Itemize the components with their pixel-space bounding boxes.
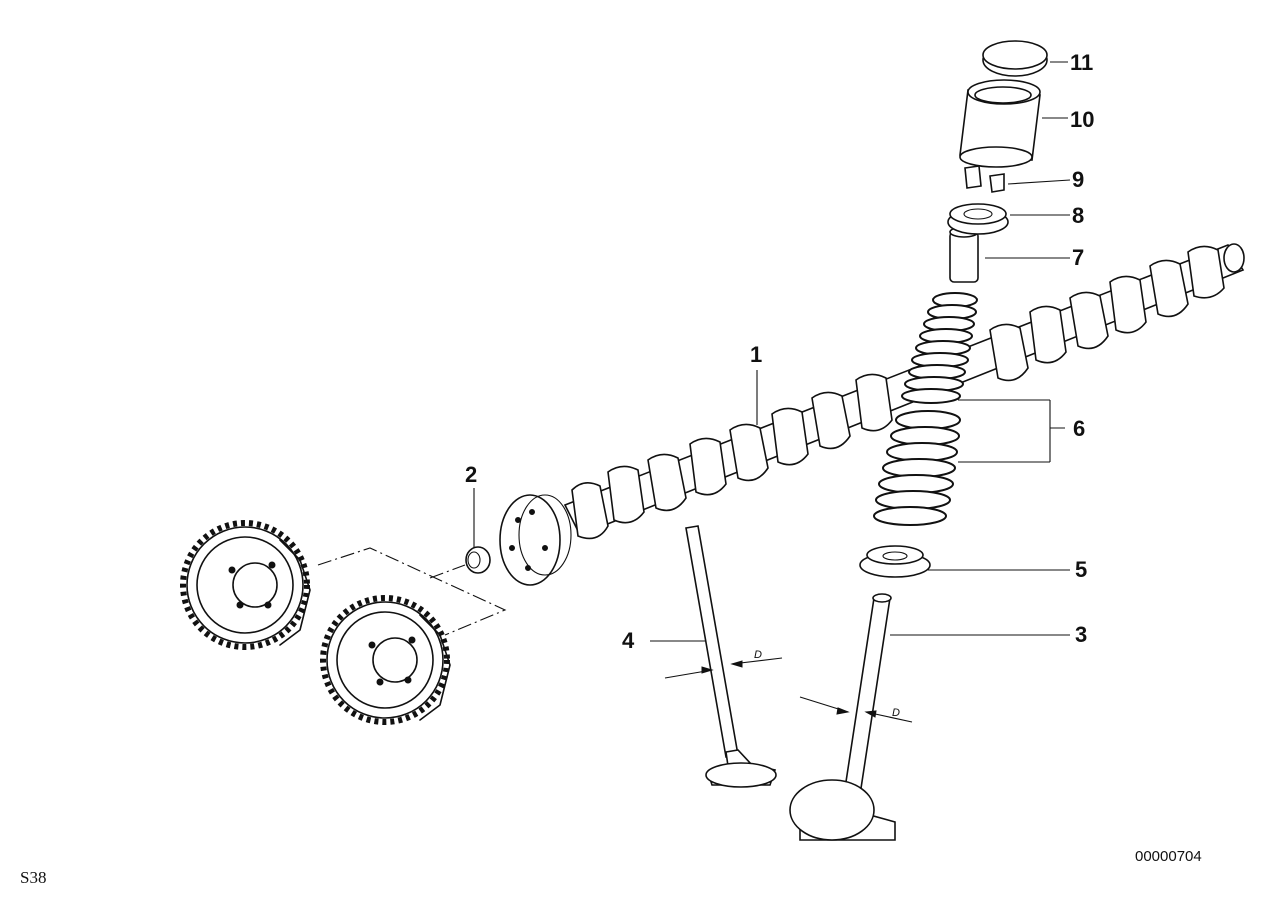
footer-diagram-number: 00000704 [1135,848,1202,865]
assembly-lines [317,547,507,636]
intake-valve [685,525,777,788]
callout-4: 4 [622,628,635,653]
dimension-label-d-intake: D [754,649,762,661]
callout-11: 11 [1070,50,1093,75]
leader-lines [473,61,1071,642]
callout-10: 10 [1070,107,1094,132]
camshaft-flange [499,494,561,586]
callout-3: 3 [1075,622,1087,647]
footer-series-code: S38 [20,868,47,887]
adjusting-shim [982,40,1048,77]
valve-springs [873,292,978,526]
callout-7: 7 [1072,245,1084,270]
callout-2: 2 [465,462,477,487]
valve-stem-seal [949,226,979,283]
bucket-tappet [959,79,1041,168]
callout-9: 9 [1072,167,1084,192]
dimension-markers: D D [664,649,913,723]
sprocket-front [320,595,451,725]
dimension-label-d-exhaust: D [892,707,900,719]
shaft-seal-washer [465,546,491,574]
cam-lobes [571,245,1225,540]
callout-labels: 1 2 3 4 5 6 7 8 9 10 11 [465,50,1094,653]
spring-retainer [947,203,1009,235]
callout-8: 8 [1072,203,1084,228]
exhaust-valve [789,593,896,841]
sprocket-rear [180,520,311,650]
camshaft [499,243,1245,586]
valve-keepers [964,165,1005,193]
spring-seat [859,545,931,578]
callout-5: 5 [1075,557,1087,582]
callout-6: 6 [1073,416,1085,441]
callout-1: 1 [750,342,762,367]
